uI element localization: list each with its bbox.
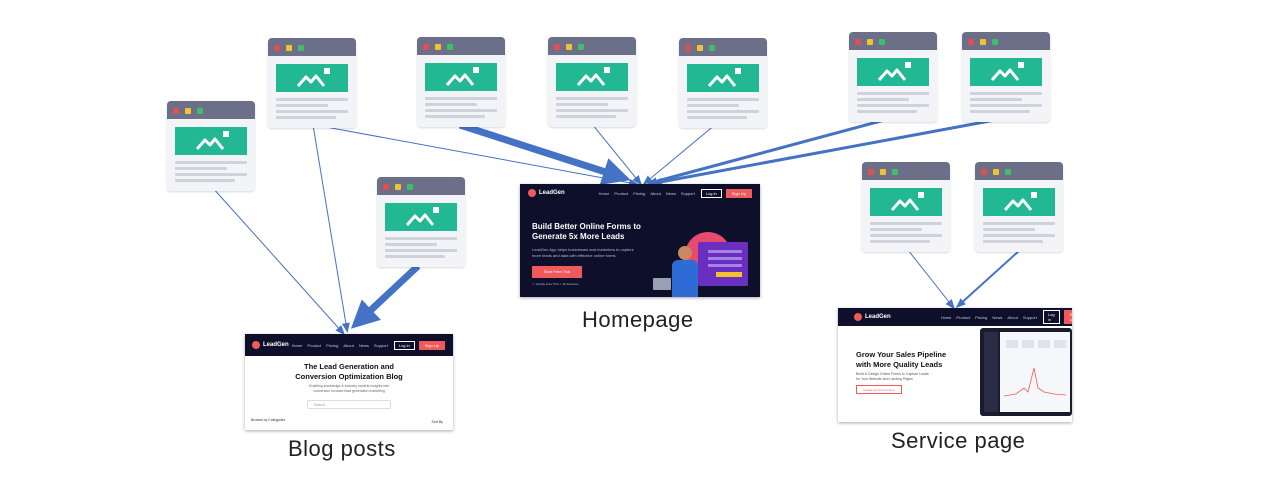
browser-window-icon — [167, 101, 255, 191]
browser-window-icon — [962, 32, 1050, 122]
mountain-image-icon — [870, 188, 942, 216]
browser-window-icon — [377, 177, 465, 267]
login-button: Log in — [700, 188, 722, 198]
browser-window-icon — [975, 162, 1063, 252]
arrow-to-blog — [350, 263, 421, 329]
arrow-to-service — [907, 249, 955, 310]
mountain-image-icon — [385, 203, 457, 231]
mountain-image-icon — [276, 64, 348, 92]
browser-window-icon — [679, 38, 767, 128]
service-cta-button: Create a Form For Free — [856, 385, 902, 394]
browser-window-icon — [417, 37, 505, 127]
mountain-image-icon — [425, 63, 497, 91]
mountain-image-icon — [983, 188, 1055, 216]
login-button: Log in — [393, 340, 415, 350]
brand-logo: LeadGen — [854, 313, 891, 321]
form-illustration — [698, 242, 748, 286]
arrow-to-homepage — [458, 121, 631, 185]
brand-logo: LeadGen — [252, 341, 289, 349]
arrow-to-homepage — [652, 116, 1007, 186]
arrow-to-blog — [211, 186, 346, 336]
browser-window-icon — [862, 162, 950, 252]
blog-headline: The Lead Generation and Conversion Optim… — [295, 362, 403, 381]
arrow-to-blog — [312, 124, 350, 333]
browser-window-icon — [849, 32, 937, 122]
browser-window-icon — [548, 37, 636, 127]
person-body — [672, 260, 698, 297]
mountain-image-icon — [556, 63, 628, 91]
browser-window-icon — [268, 38, 356, 128]
homepage-caption: Homepage — [582, 307, 694, 332]
service-body: Build & Design Online Forms to Capture L… — [856, 372, 929, 381]
service-caption: Service page — [891, 428, 1026, 453]
arrow-to-homepage — [591, 123, 642, 186]
signup-button: Sign Up — [725, 188, 752, 198]
dashboard-laptop — [980, 328, 1072, 416]
arrow-to-homepage — [642, 123, 717, 185]
arrow-to-homepage — [314, 124, 639, 187]
laptop-illustration — [653, 278, 671, 290]
signup-button: Sign Up — [418, 340, 445, 350]
person-head — [678, 246, 692, 260]
mountain-image-icon — [687, 64, 759, 92]
blog-caption: Blog posts — [288, 436, 396, 461]
service-headline: Grow Your Sales Pipeline with More Quali… — [856, 350, 947, 369]
blog-search-input: Search... — [307, 400, 391, 409]
mountain-image-icon — [175, 127, 247, 155]
signup-button: Sign Up — [1063, 310, 1072, 324]
trial-note: ✓ 14-Day Free Trial ✓ All Features — [532, 282, 579, 286]
mountain-image-icon — [857, 58, 929, 86]
categories-label: Browse by Categories — [251, 418, 286, 422]
homepage-headline: Build Better Online Forms to Generate 5x… — [532, 222, 641, 241]
arrow-to-service — [955, 249, 1021, 309]
brand-logo: LeadGen — [528, 189, 565, 197]
sort-label: Sort By — [431, 420, 443, 424]
homepage-body: LeadGen App helps businesses and markete… — [532, 247, 634, 258]
arrow-to-homepage — [647, 116, 893, 186]
blog-body: Enabling knowledge & industry experts in… — [309, 384, 389, 393]
mountain-image-icon — [970, 58, 1042, 86]
cta-button: Start Free Trial — [532, 266, 582, 278]
login-button: Log in — [1042, 310, 1060, 324]
